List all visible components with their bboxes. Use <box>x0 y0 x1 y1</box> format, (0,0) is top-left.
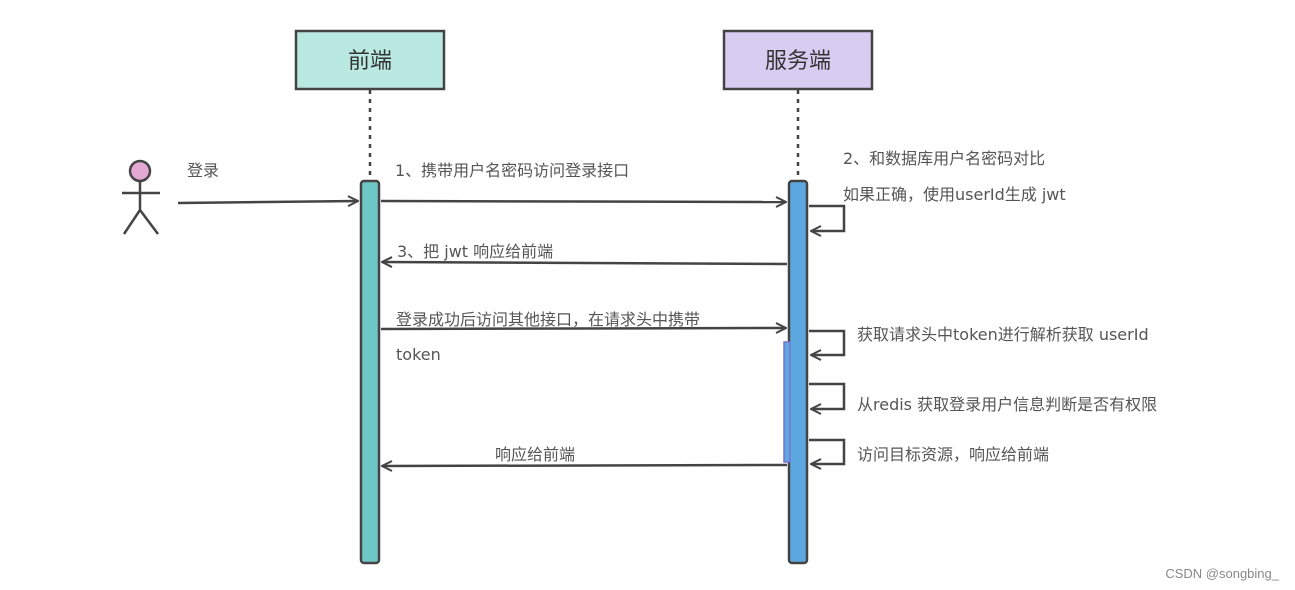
user-actor-icon <box>122 159 160 235</box>
frontend-activation-bar <box>359 179 381 565</box>
message-5-label: 响应给前端 <box>495 445 575 464</box>
self-step-1-label: 获取请求头中token进行解析获取 userId <box>857 325 1149 344</box>
message-4-label-line1: 登录成功后访问其他接口，在请求头中携带 <box>396 310 700 329</box>
message-4-arrow <box>380 328 786 329</box>
self-step-3-label: 访问目标资源，响应给前端 <box>857 445 1049 464</box>
backend-box <box>722 29 874 91</box>
backend-inner-activation <box>783 341 791 463</box>
message-3-arrow <box>382 262 788 264</box>
message-2-label-line1: 2、和数据库用户名密码对比 <box>843 149 1045 168</box>
message-2-self-arrow <box>809 204 846 231</box>
frontend-box <box>294 29 446 91</box>
self-step-1-arrow <box>809 329 846 355</box>
message-5-arrow <box>382 465 788 466</box>
login-arrow <box>177 201 358 203</box>
self-step-3-arrow <box>809 438 846 464</box>
message-4-label-line2: token <box>396 345 441 364</box>
frontend-label: 前端 <box>348 49 392 74</box>
backend-activation-bar <box>787 179 809 565</box>
actor-login-label: 登录 <box>187 161 219 180</box>
backend-label: 服务端 <box>765 49 831 74</box>
watermark: CSDN @songbing_ <box>1165 566 1279 581</box>
message-1-label: 1、携带用户名密码访问登录接口 <box>395 161 629 180</box>
self-step-2-label: 从redis 获取登录用户信息判断是否有权限 <box>857 395 1157 414</box>
message-3-label: 3、把 jwt 响应给前端 <box>397 242 553 261</box>
message-2-label-line2: 如果正确，使用userId生成 jwt <box>843 185 1066 204</box>
message-1-arrow <box>380 201 786 202</box>
self-step-2-arrow <box>809 382 846 409</box>
